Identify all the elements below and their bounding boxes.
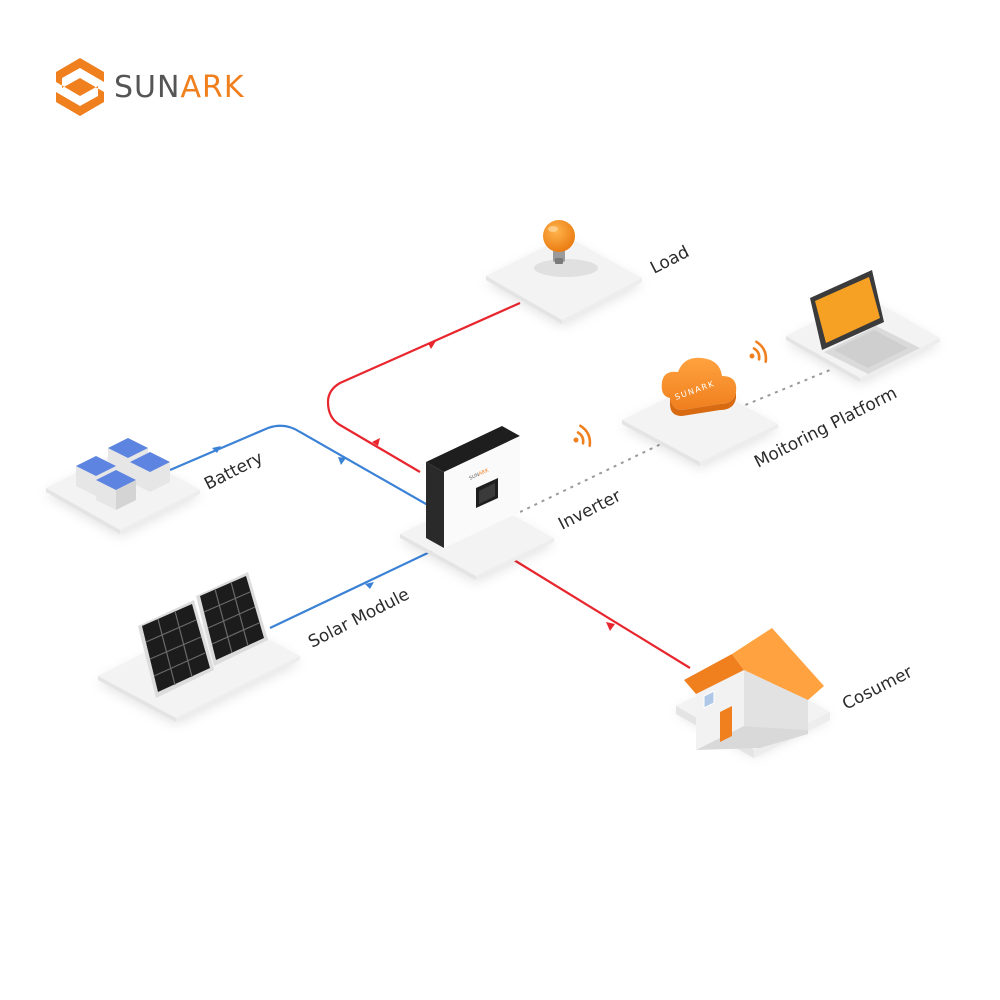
battery-label: Battery (201, 448, 266, 494)
ac-line-consumer-arrow (606, 622, 615, 631)
cloud-platform (622, 382, 778, 462)
battery-pack-icon (76, 438, 170, 510)
inverter-brand: SUNARK (468, 467, 490, 482)
brand-name: SUNARK (114, 70, 245, 105)
ac-line-consumer (513, 559, 691, 669)
brand-logo: SUNARK (56, 58, 245, 116)
sunark-logo-icon (56, 58, 104, 116)
light-bulb-icon (543, 220, 575, 264)
ac-line-load (326, 301, 521, 473)
battery-node: Battery (46, 438, 266, 534)
house-icon (684, 628, 824, 750)
cloud-icon: SUNARK (661, 357, 737, 416)
brand-name-prefix: SUN (114, 70, 180, 105)
inverter-brand-suffix: ARK (478, 467, 490, 477)
dc-line-battery (169, 424, 441, 513)
inverter-icon: SUNARK (426, 426, 520, 548)
inverter-label: Inverter (555, 486, 624, 534)
connections (169, 301, 831, 669)
wifi-signal-icon (749, 340, 768, 364)
consumer-node: Cosumer (676, 628, 916, 758)
load-platform (486, 236, 642, 320)
monitoring-node (786, 270, 940, 382)
wifi-signal-icon (573, 424, 592, 448)
solar-label: Solar Module (305, 584, 413, 652)
load-node: Load (486, 220, 693, 324)
ac-line-load-arrow-2 (428, 341, 436, 349)
ac-line-load-arrow (372, 438, 380, 446)
solar-node: Solar Module (98, 572, 413, 722)
inverter-brand-prefix: SUN (468, 472, 480, 482)
dc-line-solar-arrow (365, 582, 374, 589)
load-label: Load (647, 242, 692, 278)
dc-line-battery-arrow-2 (338, 457, 346, 465)
laptop-icon (810, 270, 920, 374)
brand-name-suffix: ARK (180, 70, 244, 105)
solar-panel-icon (138, 572, 268, 698)
dc-line-solar (269, 549, 435, 629)
comm-line (519, 369, 831, 513)
consumer-label: Cosumer (839, 662, 916, 714)
inverter-node: SUNARK Inverter (400, 426, 624, 580)
dc-line-battery-arrow (212, 446, 221, 453)
